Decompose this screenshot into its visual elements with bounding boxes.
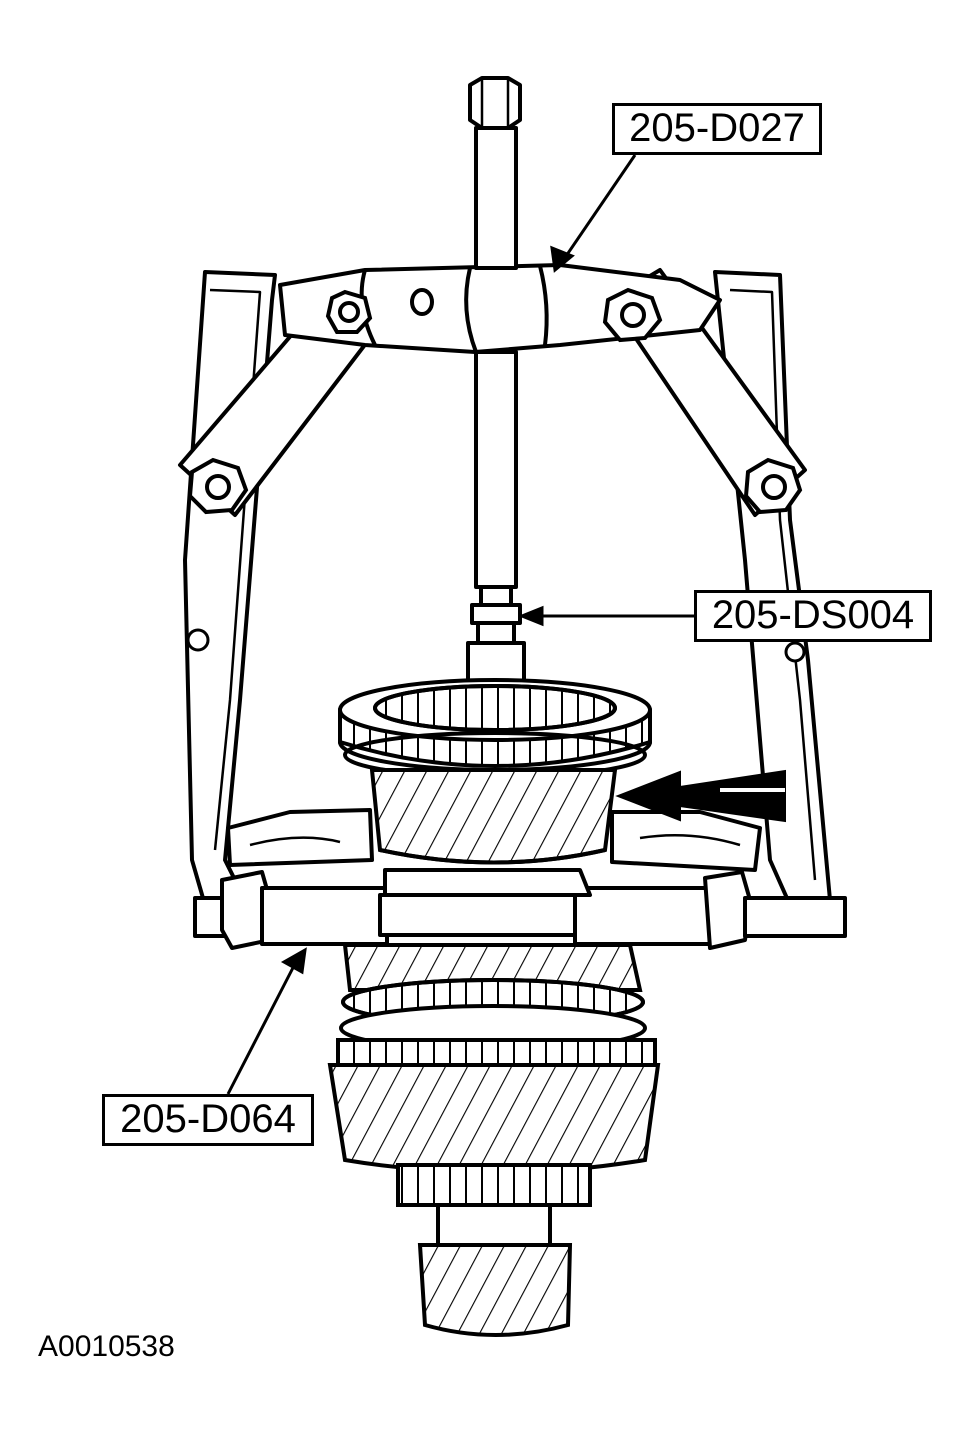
lower-gear-stack: [327, 943, 661, 1337]
callout-leader-lines: [226, 154, 694, 1095]
figure-id: A0010538: [38, 1330, 175, 1363]
upper-synchro-ring: [338, 678, 652, 779]
separator-plate: [193, 808, 847, 950]
callout-205-d027: 205-D027: [612, 103, 822, 155]
hex-nut-icon: [187, 287, 803, 515]
upper-helical-gear: [369, 768, 618, 865]
force-direction-arrow-icon: [615, 769, 786, 823]
callout-205-ds004: 205-DS004: [694, 590, 932, 642]
puller-forcing-screw: [453, 76, 537, 702]
callout-205-d064: 205-D064: [102, 1094, 314, 1146]
